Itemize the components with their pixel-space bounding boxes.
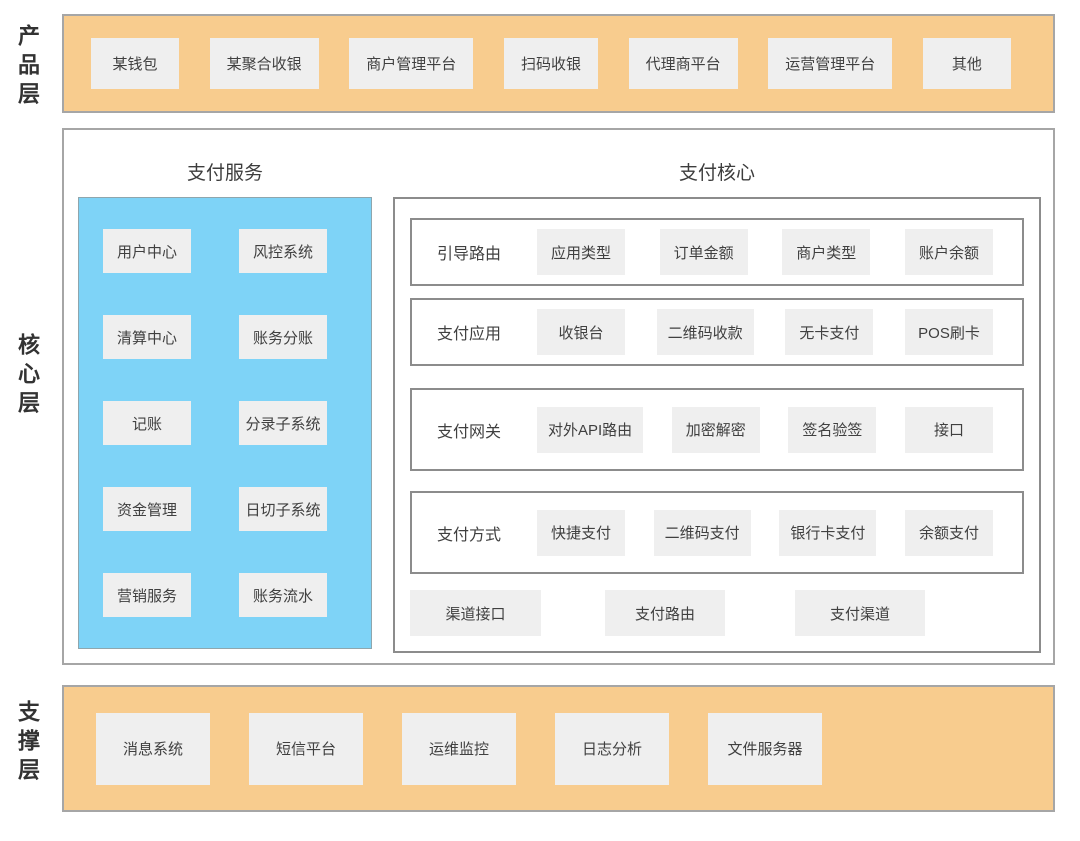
support-layer-label: 支撑层 (15, 700, 40, 787)
core-row-application: 支付应用 收银台 二维码收款 无卡支付 POS刷卡 (410, 298, 1024, 366)
support-layer-band: 消息系统 短信平台 运维监控 日志分析 文件服务器 (62, 685, 1055, 812)
service-item: 营销服务 (103, 573, 191, 617)
core-row-items: 对外API路由 加密解密 签名验签 接口 (537, 406, 993, 453)
payment-service-title: 支付服务 (186, 163, 263, 184)
product-item: 商户管理平台 (349, 38, 474, 89)
product-item: 代理商平台 (628, 38, 738, 89)
core-row-item: 收银台 (537, 309, 625, 355)
payment-core-title: 支付核心 (678, 163, 755, 184)
product-layer-label: 产品层 (15, 24, 40, 111)
payment-core-panel: 引导路由 应用类型 订单金额 商户类型 账户余额 支付应用 收银台 二维码收款 … (393, 197, 1041, 653)
core-row-item: 余额支付 (905, 509, 993, 556)
core-row-items: 应用类型 订单金额 商户类型 账户余额 (537, 229, 993, 275)
support-item: 短信平台 (249, 712, 363, 785)
core-row-method: 支付方式 快捷支付 二维码支付 银行卡支付 余额支付 (410, 491, 1024, 574)
core-row-item: 接口 (904, 406, 993, 453)
payment-service-panel: 用户中心 风控系统 清算中心 账务分账 记账 分录子系统 资金管理 日切子系统 … (78, 197, 372, 649)
core-row-item: 账户余额 (904, 229, 993, 275)
core-row-items: 收银台 二维码收款 无卡支付 POS刷卡 (537, 309, 993, 355)
core-row-item: 商户类型 (782, 229, 871, 275)
service-item: 用户中心 (103, 229, 191, 273)
core-row-gateway: 支付网关 对外API路由 加密解密 签名验签 接口 (410, 388, 1024, 471)
core-row-item: 银行卡支付 (779, 509, 877, 556)
support-item: 日志分析 (555, 712, 669, 785)
core-row-item: 对外API路由 (537, 406, 644, 453)
core-row-item: 应用类型 (537, 229, 625, 275)
core-layer-box: 支付服务 用户中心 风控系统 清算中心 账务分账 记账 分录子系统 资金管理 日… (62, 128, 1055, 665)
product-item: 运营管理平台 (768, 38, 893, 89)
service-item: 日切子系统 (239, 487, 327, 531)
core-row-item: 加密解密 (671, 406, 760, 453)
product-layer-band: 某钱包 某聚合收银 商户管理平台 扫码收银 代理商平台 运营管理平台 其他 (62, 14, 1055, 113)
support-item: 运维监控 (402, 712, 516, 785)
core-row-items: 快捷支付 二维码支付 银行卡支付 余额支付 (537, 509, 993, 556)
service-item: 记账 (103, 401, 191, 445)
core-row-label: 引导路由 (437, 246, 502, 263)
service-item: 账务分账 (239, 315, 327, 359)
product-item: 某聚合收银 (209, 38, 319, 89)
support-item: 消息系统 (96, 712, 210, 785)
core-row-label: 支付网关 (437, 423, 502, 441)
core-row-item: 二维码支付 (653, 509, 751, 556)
core-bottom-strip: 渠道接口 支付路由 支付渠道 (410, 590, 1039, 636)
service-item: 清算中心 (103, 315, 191, 359)
service-item: 账务流水 (239, 573, 327, 617)
service-item: 风控系统 (239, 229, 327, 273)
product-item: 扫码收银 (503, 38, 598, 89)
core-bottom-item: 渠道接口 (410, 590, 541, 636)
core-row-item: 订单金额 (659, 229, 748, 275)
core-row-label: 支付应用 (437, 326, 502, 343)
core-row-routing: 引导路由 应用类型 订单金额 商户类型 账户余额 (410, 218, 1024, 286)
service-item: 分录子系统 (239, 401, 327, 445)
core-row-item: POS刷卡 (904, 309, 993, 355)
core-row-item: 快捷支付 (537, 509, 625, 556)
service-item: 资金管理 (103, 487, 191, 531)
core-bottom-item: 支付渠道 (795, 590, 925, 636)
core-row-item: 二维码收款 (656, 309, 754, 355)
product-item: 其他 (922, 38, 1011, 89)
core-bottom-item: 支付路由 (605, 590, 725, 636)
core-layer-label: 核心层 (15, 333, 40, 420)
product-item: 某钱包 (91, 38, 179, 89)
support-item: 文件服务器 (708, 712, 822, 785)
core-row-item: 签名验签 (788, 406, 877, 453)
core-row-item: 无卡支付 (785, 309, 874, 355)
core-row-label: 支付方式 (437, 526, 502, 544)
